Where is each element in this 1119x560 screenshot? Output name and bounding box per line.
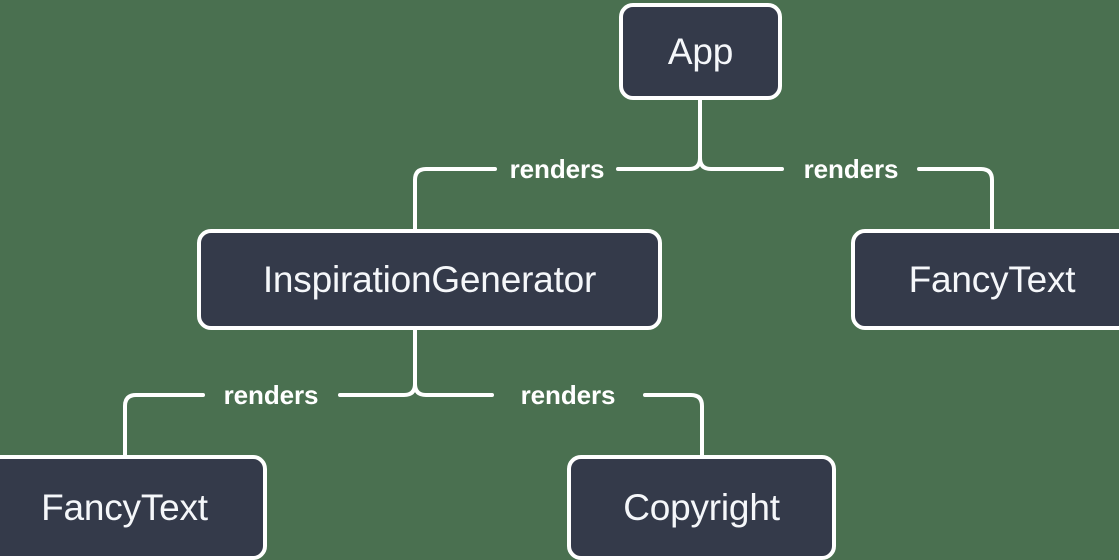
- node-fancytext-right-label: FancyText: [908, 259, 1076, 300]
- node-copyright[interactable]: Copyright: [567, 455, 836, 560]
- edge-label-inspirationgenerator-to-fancytext-bottom: renders: [223, 380, 319, 410]
- node-fancytext-bottom[interactable]: FancyText: [0, 455, 267, 560]
- node-app[interactable]: App: [619, 3, 782, 100]
- node-inspiration-generator[interactable]: InspirationGenerator: [197, 229, 662, 330]
- node-fancytext-right[interactable]: FancyText: [851, 229, 1119, 330]
- node-fancytext-bottom-label: FancyText: [41, 487, 208, 528]
- edge-label-inspirationgenerator-to-copyright: renders: [520, 380, 616, 410]
- node-app-label: App: [667, 31, 734, 72]
- edge-label-app-to-fancytext-right: renders: [803, 154, 899, 184]
- node-inspiration-generator-label: InspirationGenerator: [262, 259, 597, 300]
- node-copyright-label: Copyright: [623, 487, 780, 528]
- edge-label-app-to-inspirationgenerator: renders: [509, 154, 605, 184]
